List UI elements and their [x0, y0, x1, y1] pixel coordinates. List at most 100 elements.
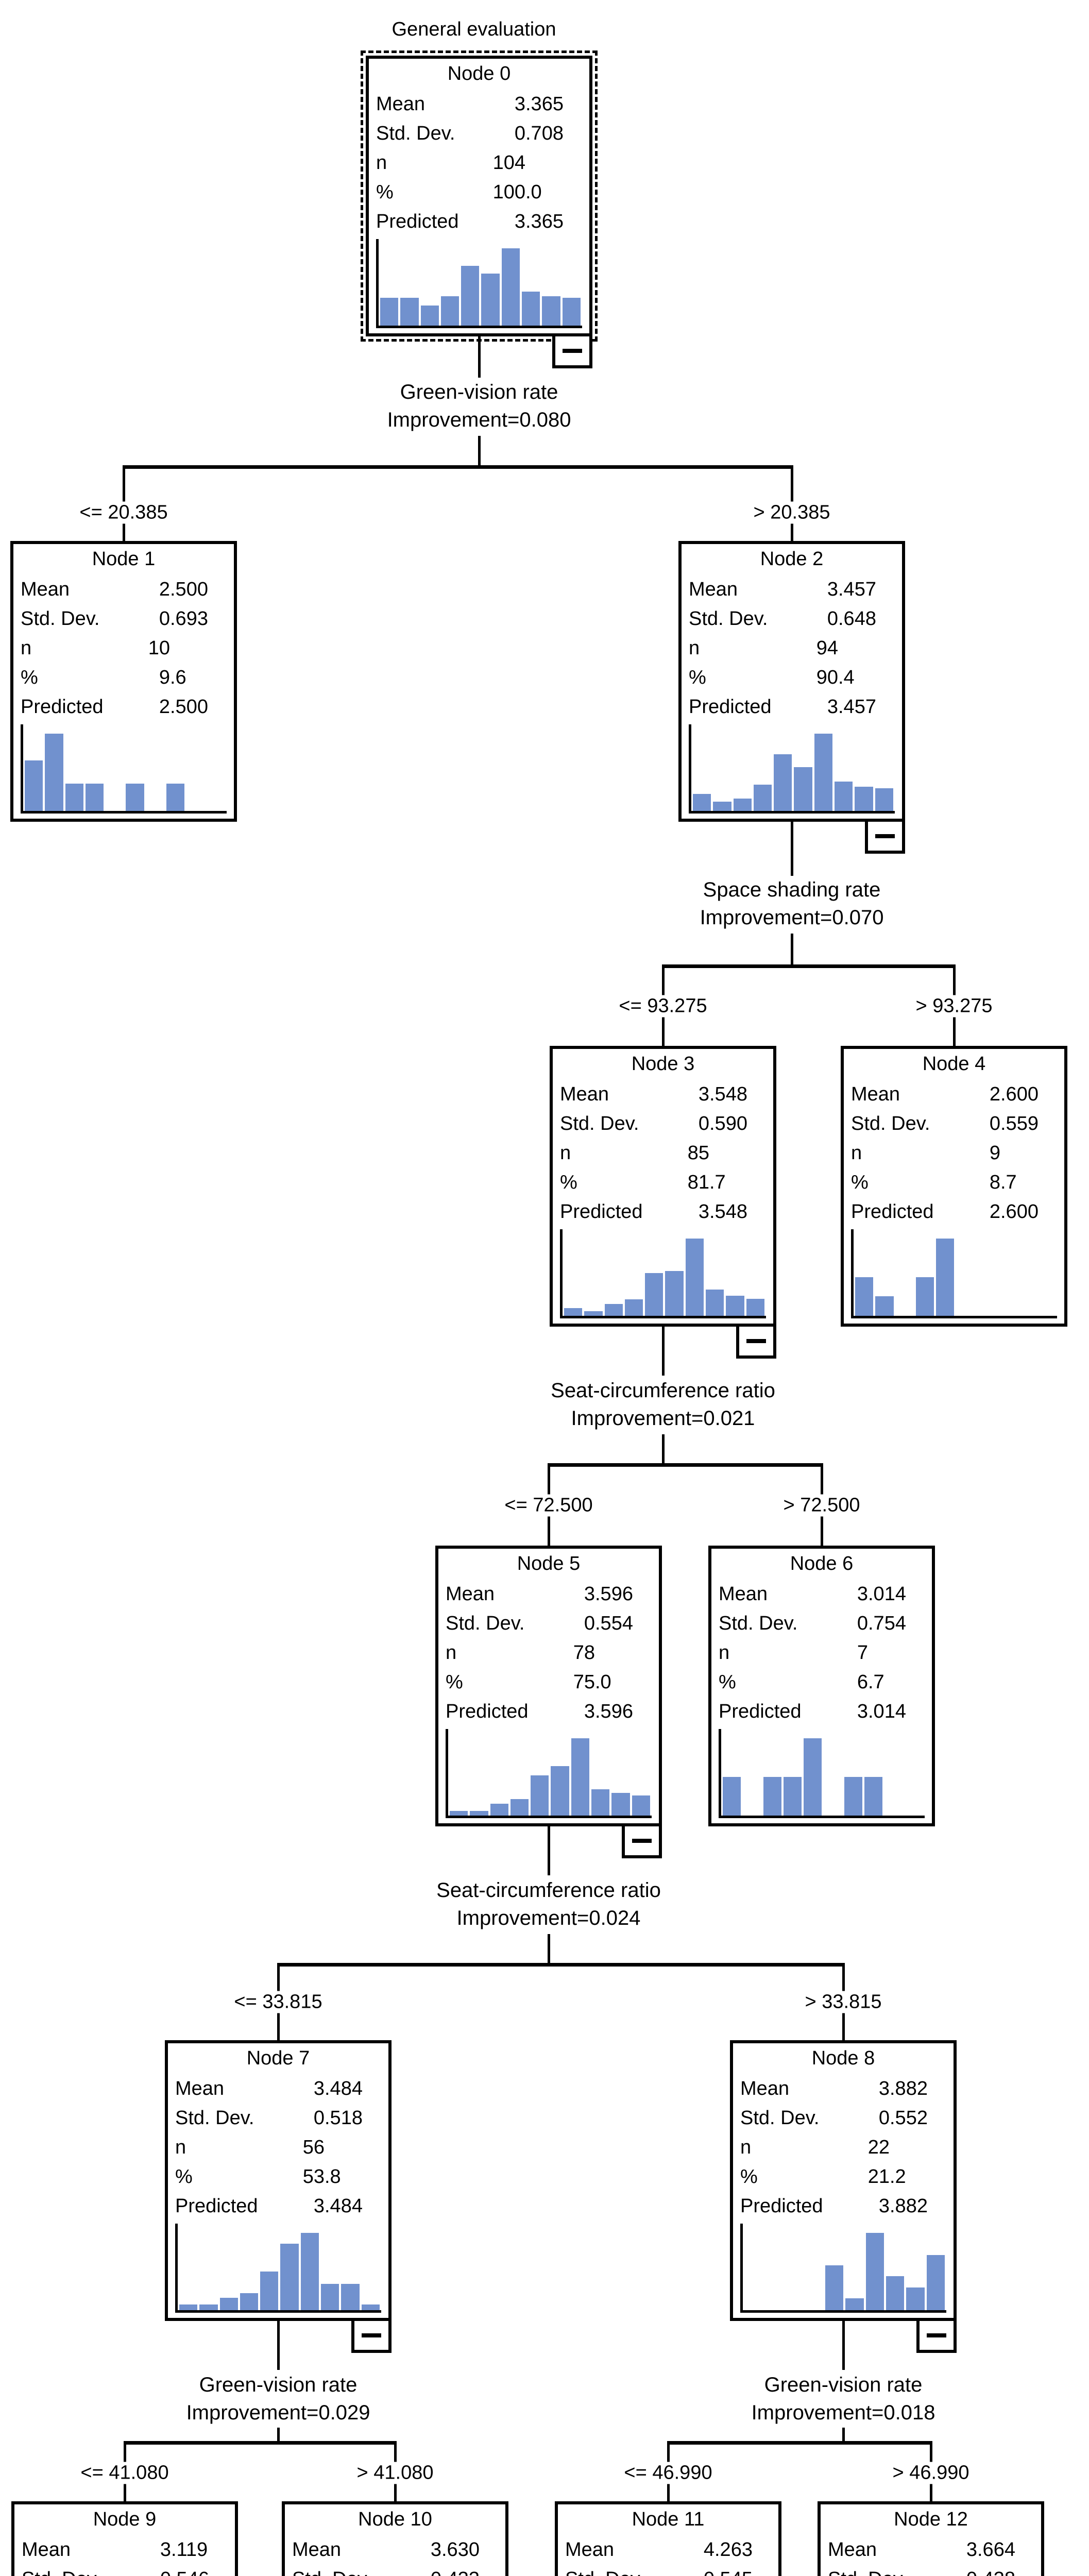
stat-label-mean: Mean	[565, 2539, 615, 2561]
split-label: Seat-circumference ratio Improvement=0.0…	[436, 1876, 661, 1932]
histogram-bar	[746, 1299, 764, 1316]
histogram-bar	[562, 298, 581, 326]
branch-condition-label: <= 93.275	[615, 995, 711, 1018]
node-histogram	[175, 2224, 381, 2313]
stat-value-mean: 2.500	[159, 579, 208, 600]
stat-label-std-dev: Std. Dev.	[292, 2565, 405, 2576]
branch-condition-label: > 41.080	[352, 2462, 438, 2484]
node-histogram	[560, 1229, 766, 1318]
stat-label-predicted: Predicted	[560, 1201, 643, 1223]
histogram-bar	[855, 1277, 874, 1316]
stat-value-std-dev: 0.433	[405, 2565, 498, 2576]
histogram-bar	[665, 1271, 684, 1316]
stat-value-pct: 53.8	[302, 2166, 341, 2188]
histogram-bar	[219, 2298, 238, 2310]
stat-label-pct: %	[175, 2166, 193, 2188]
split-variable-label: Seat-circumference ratio	[436, 1879, 661, 1902]
histogram-bar	[693, 794, 711, 811]
stat-value-pct: 21.2	[867, 2166, 906, 2188]
collapse-button[interactable]	[622, 1823, 662, 1858]
stat-label-std-dev: Std. Dev.	[828, 2565, 941, 2576]
split-variable-label: Green-vision rate	[764, 2374, 923, 2396]
split-improvement-label: Improvement=0.021	[571, 1407, 755, 1430]
stat-value-mean: 4.263	[703, 2539, 753, 2561]
stat-label-mean: Mean	[689, 579, 738, 600]
branch-condition-label: <= 41.080	[76, 2462, 173, 2484]
stat-value-predicted: 3.457	[827, 696, 876, 718]
histogram-bar	[420, 306, 439, 326]
histogram-bar	[855, 787, 873, 811]
stat-value-n: 104	[492, 152, 525, 174]
histogram-bar	[450, 1811, 468, 1816]
histogram-bar	[65, 784, 83, 811]
histogram-bar	[571, 1738, 590, 1816]
stat-value-n: 56	[302, 2137, 325, 2158]
node-title: Node 10	[358, 2509, 432, 2530]
connector-line	[842, 2428, 845, 2443]
split-variable-label: Green-vision rate	[400, 381, 558, 403]
stat-value-n: 78	[573, 1642, 595, 1664]
histogram-bar	[280, 2244, 299, 2310]
stat-label-std-dev: Std. Dev.	[446, 1613, 525, 1634]
stat-row: Std. Dev.0.518	[168, 2104, 388, 2133]
histogram-bar	[844, 1777, 863, 1816]
histogram-bar	[501, 248, 520, 326]
stat-value-n: 85	[687, 1142, 709, 1164]
histogram-bar	[260, 2272, 279, 2310]
stat-row: %21.2	[733, 2162, 954, 2192]
histogram-bar	[510, 1799, 529, 1816]
node-histogram	[719, 1729, 925, 1818]
stat-row: Mean 4.263	[558, 2535, 778, 2565]
histogram-bar	[753, 785, 772, 811]
connector-line	[667, 2441, 932, 2445]
stat-label-n: n	[740, 2137, 752, 2158]
split-improvement-label: Improvement=0.080	[387, 409, 571, 431]
collapse-button[interactable]	[552, 333, 592, 368]
stat-label-mean: Mean	[719, 1583, 768, 1605]
stat-row: Predicted 3.596	[438, 1697, 659, 1726]
stat-label-std-dev: Std. Dev.	[175, 2107, 254, 2129]
stat-value-n: 22	[867, 2137, 890, 2158]
collapse-button[interactable]	[351, 2318, 392, 2353]
node-title: Node 6	[790, 1553, 854, 1574]
stat-label-predicted: Predicted	[376, 211, 459, 232]
stat-row: Std. Dev.0.559	[844, 1109, 1064, 1139]
split-label: Green-vision rate Improvement=0.029	[186, 2371, 370, 2427]
stat-label-n: n	[560, 1142, 571, 1164]
stat-label-predicted: Predicted	[446, 1701, 529, 1722]
collapse-button[interactable]	[736, 1324, 776, 1359]
split-variable-label: Space shading rate	[703, 878, 881, 901]
node-histogram	[851, 1229, 1057, 1318]
collapse-button[interactable]	[916, 2318, 957, 2353]
stat-value-predicted: 3.596	[584, 1701, 633, 1722]
histogram-bar	[936, 1239, 955, 1316]
split-improvement-label: Improvement=0.018	[751, 2401, 935, 2424]
collapse-button[interactable]	[865, 819, 905, 854]
stat-value-pct: 81.7	[687, 1172, 726, 1193]
histogram-bar	[490, 1804, 508, 1816]
connector-line	[791, 934, 793, 966]
connector-line	[662, 1434, 665, 1465]
